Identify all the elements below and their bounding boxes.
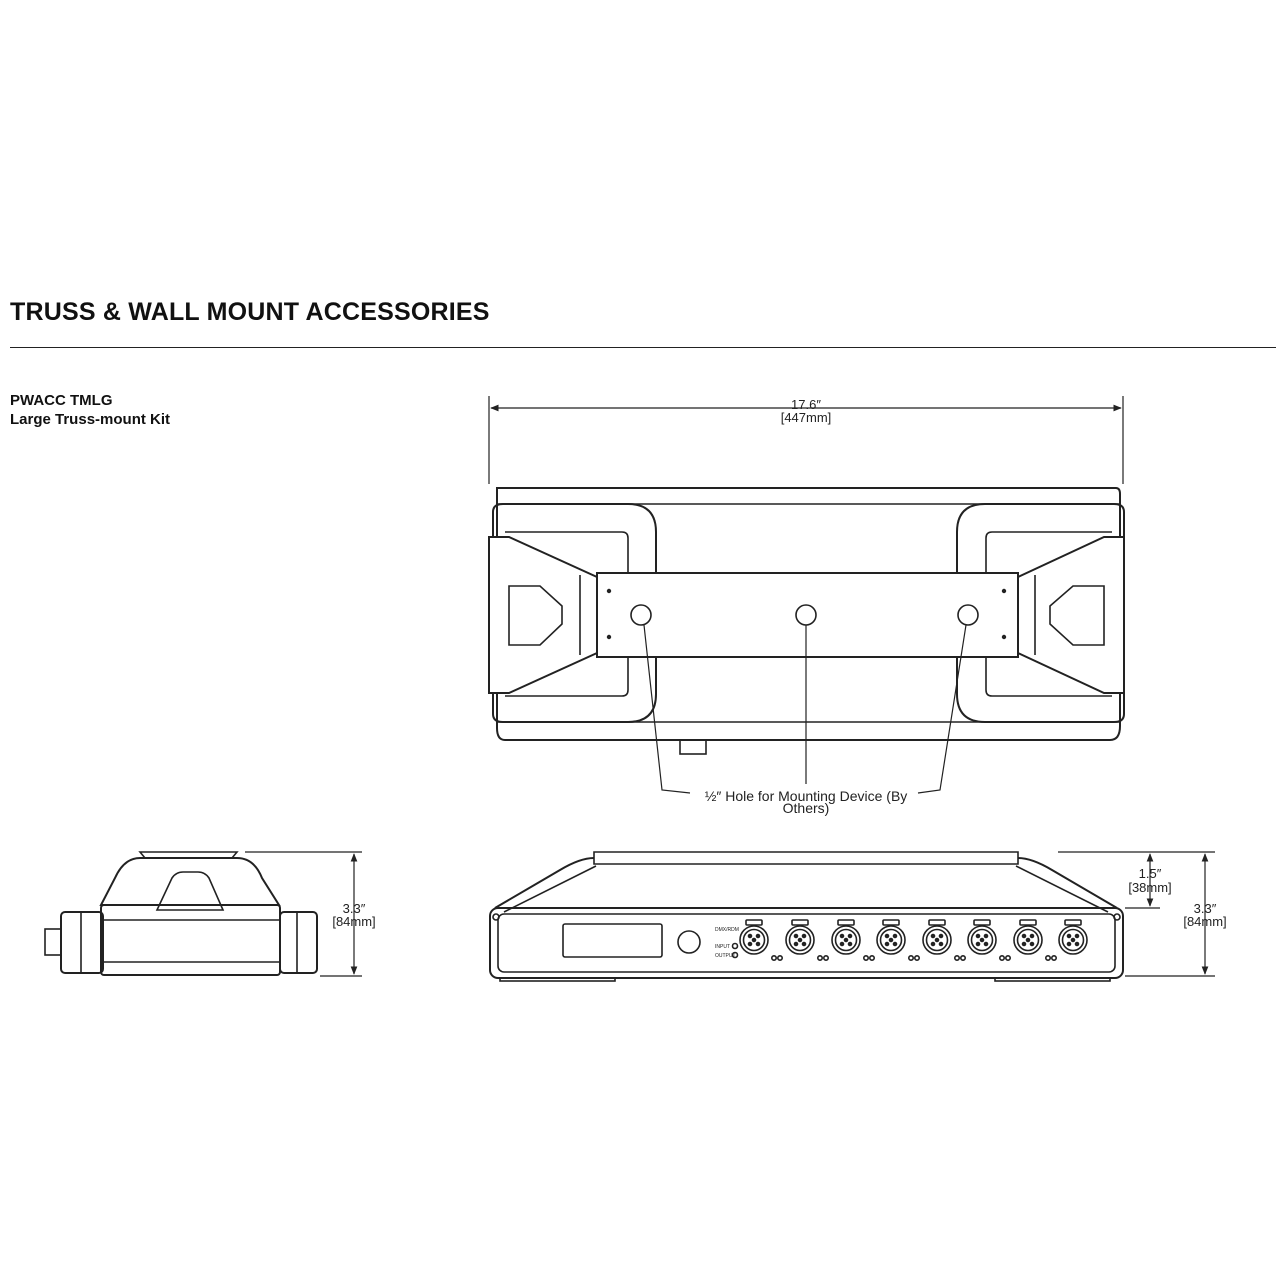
top-view (488, 396, 1125, 794)
product-code: PWACC TMLG (10, 392, 113, 409)
front-view (489, 851, 1215, 982)
xlr-connector (1013, 919, 1057, 962)
front-bracket-arms (494, 857, 1118, 909)
side-height-inches-label: 3.3″ (343, 901, 366, 916)
xlr-connector (876, 919, 920, 962)
front-knob (677, 930, 701, 954)
side-height-mm-label: [84mm] (332, 914, 375, 929)
side-view (44, 851, 362, 977)
mounting-bar (596, 572, 1019, 658)
bottom-connector (679, 739, 707, 755)
xlr-connector (785, 919, 829, 962)
side-connector (44, 928, 62, 956)
front-height-mm-label: [84mm] (1183, 914, 1226, 929)
width-mm-label: [447mm] (781, 410, 832, 425)
mounting-hole-left (630, 604, 652, 626)
fixture-body (496, 487, 1121, 741)
bracket-height-inches-label: 1.5″ (1139, 866, 1162, 881)
leader-line-left (643, 624, 691, 794)
handle-left (492, 503, 657, 723)
width-inches-label: 17.6″ (791, 397, 821, 412)
xlr-connector (739, 919, 783, 962)
xlr-connector (967, 919, 1011, 962)
panel-label-input: INPUT (715, 944, 730, 950)
front-feet-right (994, 977, 1111, 982)
front-bracket-top (593, 851, 1019, 865)
panel-label-output: OUTPUT (715, 953, 736, 959)
front-display (562, 923, 663, 958)
hole-label-line-2: Others) (783, 800, 830, 816)
side-body (100, 904, 281, 976)
xlr-connector (922, 919, 966, 962)
panel-label-dmx: DMX/RDM (715, 927, 739, 933)
front-height-inches-label: 3.3″ (1194, 901, 1217, 916)
yoke-right (1017, 536, 1125, 694)
bracket-height-mm-label: [38mm] (1128, 880, 1171, 895)
side-handle-right (279, 911, 318, 974)
mounting-hole-right (957, 604, 979, 626)
side-handle-left (60, 911, 104, 974)
handle-right (956, 503, 1125, 723)
xlr-connector (831, 919, 875, 962)
section-title: TRUSS & WALL MOUNT ACCESSORIES (10, 298, 490, 326)
leader-line-right (917, 624, 967, 794)
hole-label-line-1: ½″ Hole for Mounting Device (By (705, 788, 908, 804)
xlr-connector (1058, 919, 1088, 955)
section-divider (10, 347, 1276, 348)
product-name: Large Truss-mount Kit (10, 411, 171, 428)
side-yoke-cutout (155, 871, 225, 911)
front-feet-left (499, 977, 616, 982)
side-yoke (99, 857, 281, 906)
front-body (489, 907, 1124, 979)
